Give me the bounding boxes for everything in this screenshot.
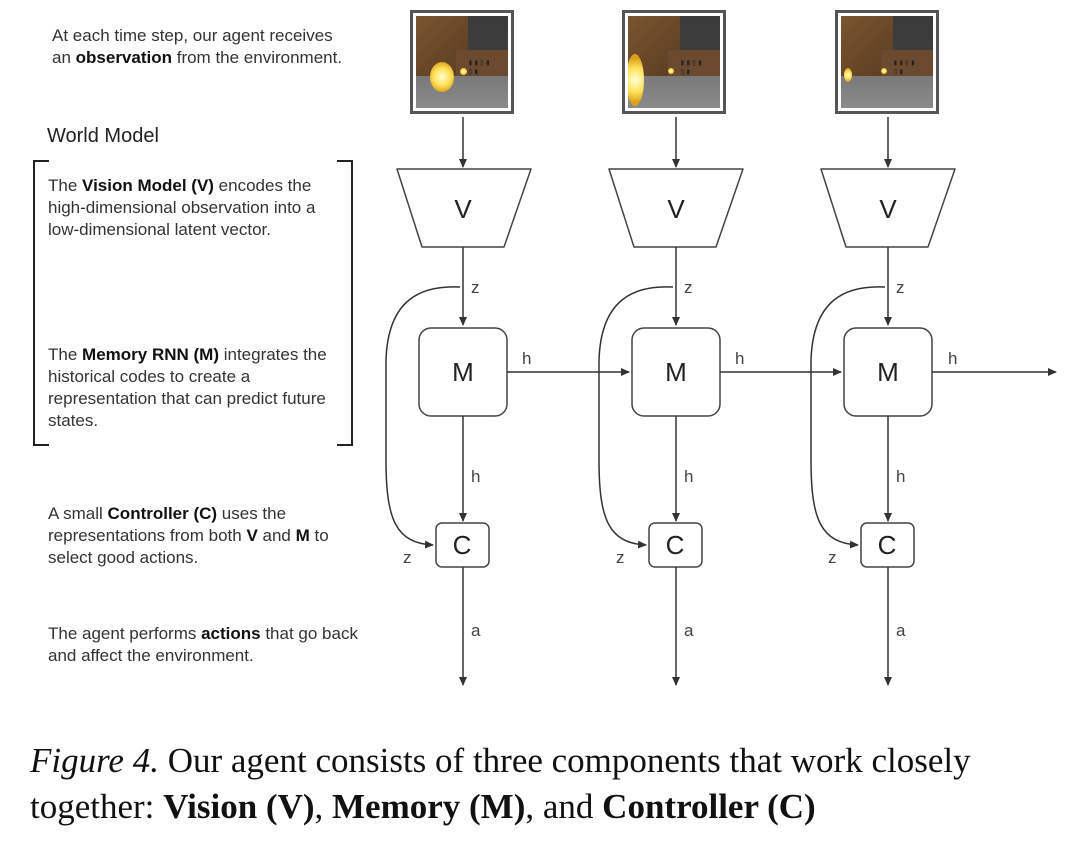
observation-frame-3: ▮▮▯▮ ▯▮ xyxy=(835,10,939,114)
c-label: C xyxy=(453,530,472,560)
world-model-title: World Model xyxy=(47,125,159,147)
z-label: z xyxy=(896,278,905,297)
z-skip-label: z xyxy=(403,548,412,567)
h-label-m2-m3: h xyxy=(735,349,744,368)
v-label: V xyxy=(667,194,685,224)
intro-text: At each time step, our agent receives an… xyxy=(52,26,343,67)
column-2: V z M h C z a xyxy=(598,117,744,686)
m-label: M xyxy=(877,357,899,387)
bracket-left xyxy=(33,160,49,446)
a-label: a xyxy=(684,621,694,640)
action-description: The agent performs actions that go back … xyxy=(48,624,358,665)
c-label: C xyxy=(666,530,685,560)
h-label-m1-m2: h xyxy=(522,349,531,368)
h-label: h xyxy=(471,467,480,486)
m-label: M xyxy=(665,357,687,387)
c-label: C xyxy=(878,530,897,560)
vision-model-v xyxy=(396,168,532,248)
z-skip-arrow xyxy=(598,286,674,549)
m-label: M xyxy=(452,357,474,387)
observation-frame-2: ▮▮▯▮ ▯▮ xyxy=(622,10,726,114)
memory-description: The Memory RNN (M) integrates the histor… xyxy=(48,345,327,430)
z-skip-label: z xyxy=(828,548,837,567)
vision-description: The Vision Model (V) encodes the high-di… xyxy=(48,176,316,239)
z-skip-arrow xyxy=(385,286,461,549)
observation-frame-1: ▮▮▯▮ ▯▮ xyxy=(410,10,514,114)
z-label: z xyxy=(471,278,480,297)
v-label: V xyxy=(454,194,472,224)
vision-model-v xyxy=(820,168,956,248)
z-label: z xyxy=(684,278,693,297)
column-3: V z M h C z a xyxy=(810,117,956,686)
z-skip-arrow xyxy=(810,286,886,549)
vision-model-v xyxy=(608,168,744,248)
a-label: a xyxy=(471,621,481,640)
controller-description: A small Controller (C) uses the represen… xyxy=(48,504,329,567)
h-label-m3-out: h xyxy=(948,349,957,368)
h-label: h xyxy=(896,467,905,486)
column-1: V z M h C z a xyxy=(385,117,532,686)
v-label: V xyxy=(879,194,897,224)
figure-caption: Figure 4. Our agent consists of three co… xyxy=(30,741,971,826)
a-label: a xyxy=(896,621,906,640)
bracket-right xyxy=(337,160,353,446)
h-label: h xyxy=(684,467,693,486)
z-skip-label: z xyxy=(616,548,625,567)
